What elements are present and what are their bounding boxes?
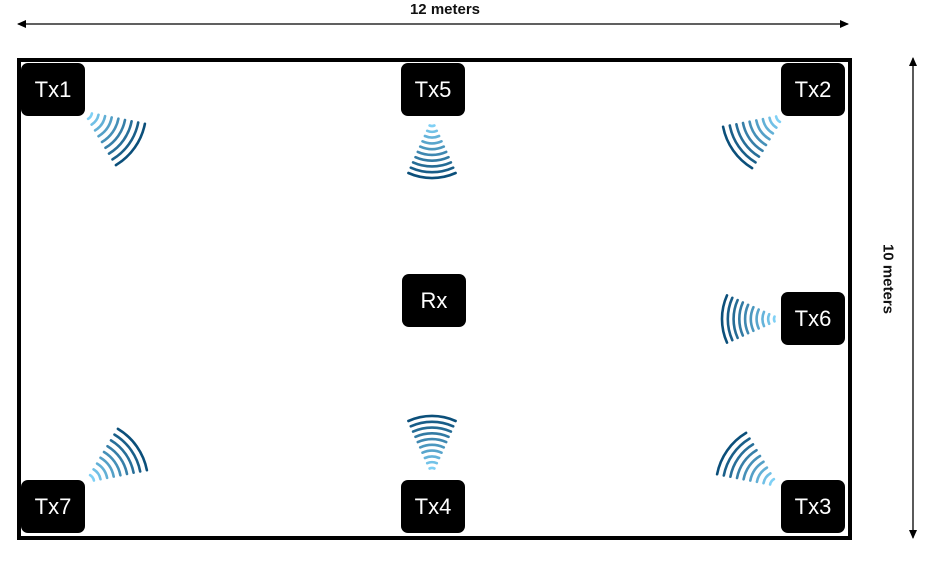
wave-arc <box>768 116 778 129</box>
wave-arc <box>761 310 766 328</box>
wave-arc <box>726 296 734 342</box>
transmitter-tx2: Tx2 <box>781 63 845 116</box>
transmitter-tx1: Tx1 <box>21 63 85 116</box>
signal-waves <box>86 112 782 486</box>
wave-arc <box>755 466 769 484</box>
wave-arc <box>772 315 776 323</box>
wave-arc <box>428 466 436 470</box>
wave-arc <box>407 171 457 180</box>
wave-arc <box>755 119 771 141</box>
wave-arc <box>768 477 776 486</box>
room-boundary <box>17 58 852 540</box>
wave-arc <box>749 460 765 482</box>
wave-arc <box>761 117 775 135</box>
wave-arc <box>762 472 772 485</box>
wave-arc <box>92 468 102 481</box>
width-label: 12 meters <box>409 1 481 18</box>
wave-arc <box>113 433 142 473</box>
wave-arc <box>428 124 436 128</box>
wave-arc <box>409 420 455 428</box>
wave-arc <box>421 140 443 145</box>
wave-arc <box>749 305 755 333</box>
wave-arc <box>99 456 115 478</box>
wave-arc <box>748 120 768 147</box>
wave-arc <box>729 443 755 478</box>
transmitter-tx5: Tx5 <box>401 63 465 116</box>
wave-arc <box>774 115 782 124</box>
wave-arc <box>735 123 761 158</box>
wave-arc <box>423 134 441 139</box>
wave-arc <box>407 414 457 423</box>
wave-arc <box>741 121 764 153</box>
wave-arc <box>418 145 446 151</box>
tx4-wave-icon <box>407 414 457 470</box>
wave-arc <box>414 155 450 162</box>
wave-arc <box>416 437 448 444</box>
wave-arc <box>732 298 739 340</box>
wave-arc <box>102 450 122 477</box>
tx5-wave-icon <box>407 124 457 180</box>
wave-arc <box>114 122 147 167</box>
wave-arc <box>104 118 127 150</box>
wave-arc <box>421 449 443 454</box>
wave-arc <box>425 129 439 134</box>
wave-arc <box>738 301 745 337</box>
wave-arc <box>86 112 94 121</box>
wave-arc <box>735 448 758 480</box>
wave-arc <box>95 462 109 480</box>
wave-arc <box>715 431 748 476</box>
wave-arc <box>93 114 107 132</box>
wave-arc <box>416 150 448 157</box>
wave-arc <box>720 294 729 344</box>
transmitter-tx3: Tx3 <box>781 480 845 533</box>
wave-arc <box>90 113 100 126</box>
height-label: 10 meters <box>879 243 897 315</box>
wave-arc <box>414 432 450 439</box>
receiver-rx: Rx <box>402 274 466 327</box>
transmitter-tx7: Tx7 <box>21 480 85 533</box>
wave-arc <box>411 426 453 433</box>
wave-arc <box>722 437 751 477</box>
wave-arc <box>423 455 441 460</box>
tx7-wave-icon <box>88 427 149 482</box>
wave-arc <box>755 308 760 330</box>
tx2-wave-icon <box>721 115 782 170</box>
wave-arc <box>107 120 133 155</box>
tx3-wave-icon <box>715 431 776 486</box>
transmitter-tx4: Tx4 <box>401 480 465 533</box>
wave-arc <box>88 473 96 482</box>
transmitter-tx6: Tx6 <box>781 292 845 345</box>
wave-arc <box>106 444 129 476</box>
wave-arc <box>116 427 149 472</box>
wave-arc <box>109 439 135 474</box>
wave-arc <box>111 121 140 161</box>
wave-arc <box>97 116 113 138</box>
wave-arc <box>409 166 455 174</box>
wave-arc <box>100 117 120 144</box>
wave-arc <box>728 124 757 164</box>
wave-arc <box>766 312 771 326</box>
wave-arc <box>743 303 750 335</box>
tx1-wave-icon <box>86 112 147 167</box>
wave-arc <box>411 161 453 168</box>
wave-arc <box>721 125 754 170</box>
wave-arc <box>418 443 446 449</box>
wave-arc <box>425 460 439 465</box>
wave-arc <box>742 454 762 481</box>
tx6-wave-icon <box>720 294 776 344</box>
